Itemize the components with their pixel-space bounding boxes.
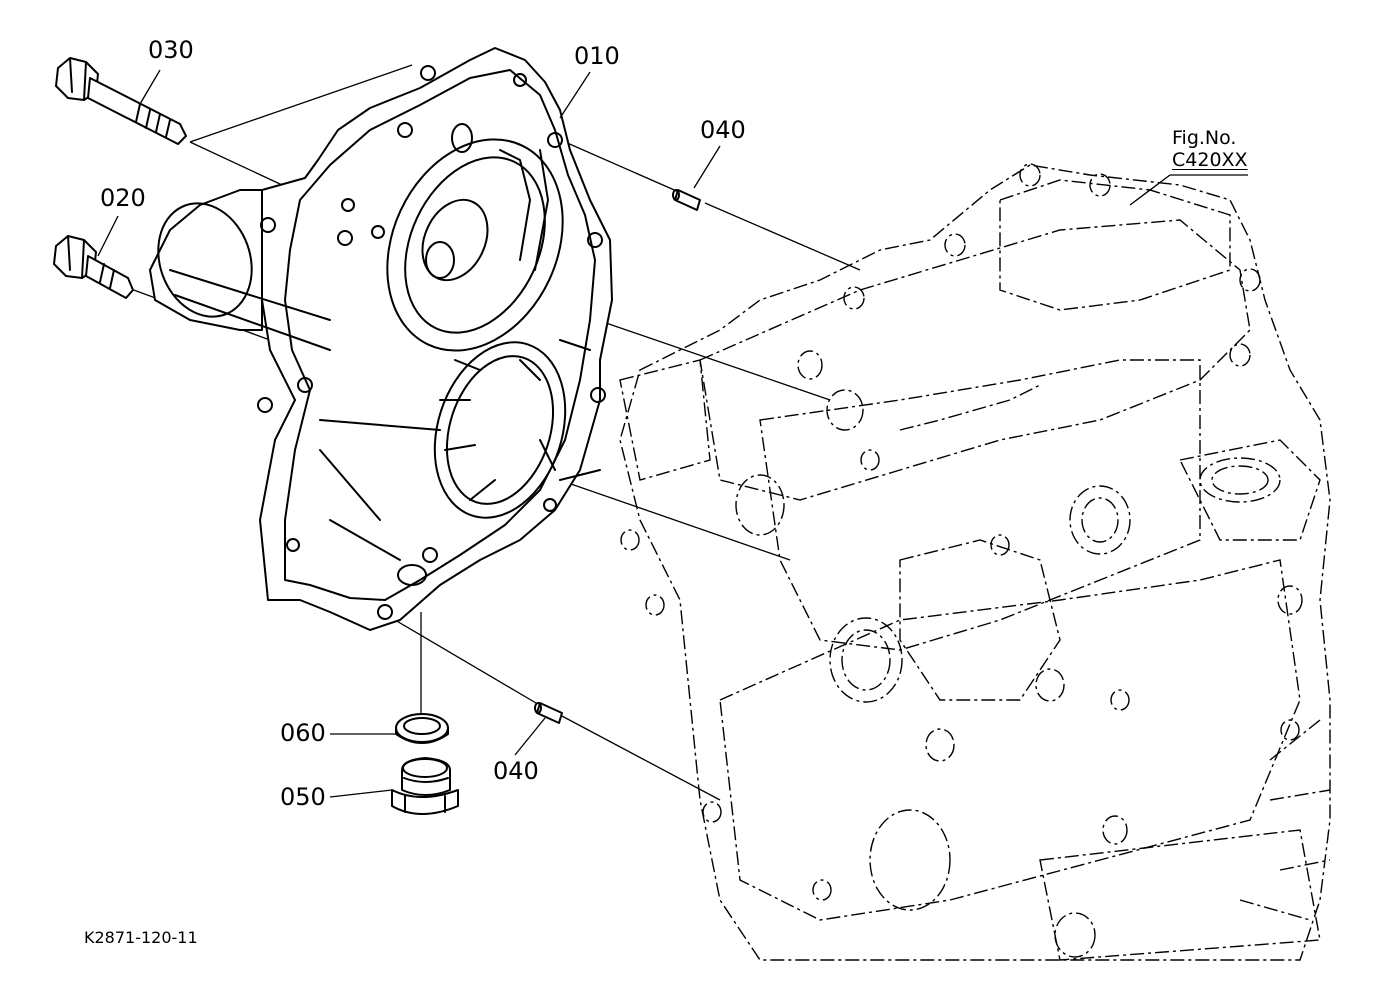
figure-number-label: Fig.No. bbox=[1172, 127, 1237, 149]
callout-020[interactable]: 020 bbox=[100, 184, 146, 212]
bolt-030 bbox=[55, 57, 187, 145]
bolt-020 bbox=[53, 235, 134, 299]
dowel-pin-040-lower bbox=[534, 702, 563, 724]
callout-leaders bbox=[97, 69, 1248, 798]
callout-030[interactable]: 030 bbox=[148, 36, 194, 64]
gasket-060 bbox=[395, 713, 449, 744]
callout-040-upper[interactable]: 040 bbox=[700, 116, 746, 144]
figure-number-code: C420XX bbox=[1172, 148, 1248, 171]
dowel-pin-040-upper bbox=[672, 189, 701, 211]
callout-010[interactable]: 010 bbox=[574, 42, 620, 70]
drain-plug-050 bbox=[391, 757, 459, 815]
transmission-case bbox=[619, 163, 1331, 961]
callout-060[interactable]: 060 bbox=[280, 719, 326, 747]
callout-040-lower[interactable]: 040 bbox=[493, 757, 539, 785]
bearing-housing-010 bbox=[149, 47, 613, 631]
drawing-code: K2871-120-11 bbox=[84, 928, 198, 947]
callout-050[interactable]: 050 bbox=[280, 783, 326, 811]
figure-number: Fig.No. C420XX bbox=[1172, 127, 1248, 172]
